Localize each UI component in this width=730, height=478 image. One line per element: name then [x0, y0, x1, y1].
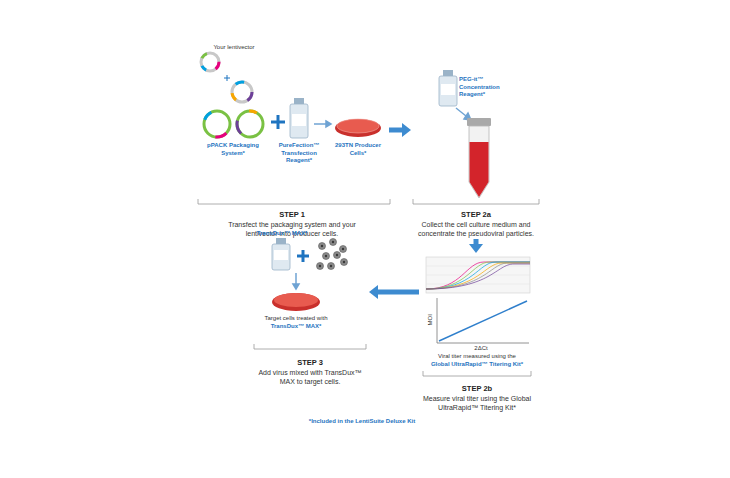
step-panel: STEP 3Add virus mixed with TransDux™ MAX… [252, 228, 368, 386]
reagent-bottle [290, 98, 308, 138]
axis-label: MOI [427, 310, 435, 330]
flow-arrow [389, 123, 411, 137]
flow-arrow [469, 239, 483, 253]
item-label: 293TN Producer Cells* [330, 142, 386, 157]
item-label: TransDux™ MAX* [246, 323, 346, 331]
step-title: STEP 3 [297, 358, 323, 368]
flow-arrow [369, 285, 419, 299]
item-label: TransDux™ MAX* [251, 230, 313, 238]
item-label: *Included in the LentiSuite Deluxe Kit [292, 418, 432, 426]
step-description: Collect the cell culture medium and conc… [412, 220, 540, 238]
small-arrow [293, 273, 299, 289]
step-description: Add virus mixed with TransDux™ MAX to ta… [252, 368, 368, 386]
culture-dish [272, 293, 320, 311]
qpcr-chart [426, 257, 530, 343]
item-label: 2ΔCt [466, 345, 496, 353]
item-label: Your lentivector [204, 44, 264, 52]
item-label: Target cells treated with [246, 315, 346, 323]
item-label: Viral titer measured using the [422, 353, 532, 361]
centrifuge-tube [467, 118, 491, 198]
small-arrow [314, 121, 331, 127]
plasmid-group [201, 53, 263, 137]
culture-dish [335, 119, 381, 137]
item-label: PEG-it™ Concentration Reagent* [459, 76, 511, 99]
item-label: Global UltraRapid™ Titering Kit* [422, 361, 532, 369]
step-panel: STEP 1Transfect the packaging system and… [196, 40, 388, 238]
step-bracket [198, 199, 539, 376]
item-label: pPACK Packaging System* [196, 142, 270, 157]
step-description: Measure viral titer using the Global Ult… [420, 394, 534, 412]
step-panel: STEP 2bMeasure viral titer using the Glo… [420, 254, 534, 412]
virus-particles [317, 239, 348, 270]
step-title: STEP 2b [462, 384, 492, 394]
plus-sign [271, 115, 285, 129]
reagent-bottle [439, 70, 457, 106]
step-title: STEP 1 [279, 210, 305, 220]
plus-sign [297, 250, 309, 262]
reagent-bottle [272, 238, 290, 270]
item-label: PureFection™ Transfection Reagent* [274, 142, 324, 165]
step-title: STEP 2a [461, 210, 491, 220]
